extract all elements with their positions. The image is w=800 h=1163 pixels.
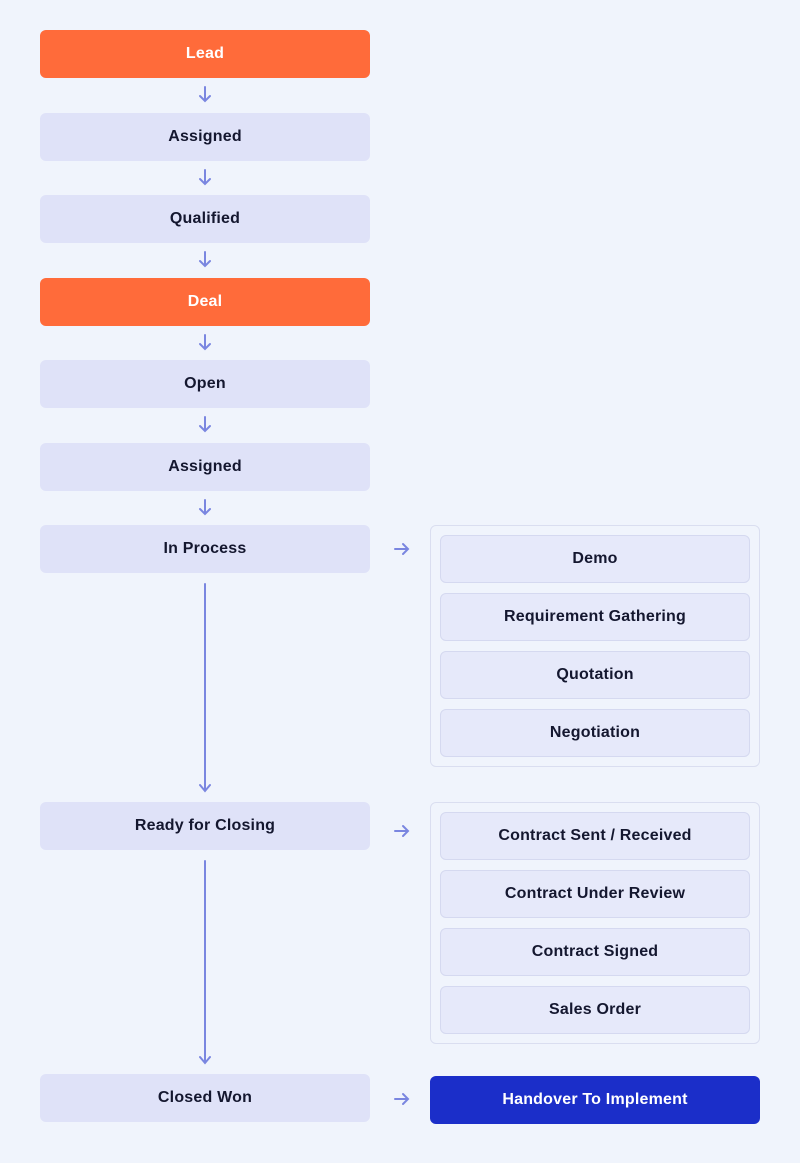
node-closed-won-label: Closed Won	[157, 1089, 253, 1106]
arrow-open-to-assigned	[199, 416, 211, 433]
substep-contract-signed-label: Contract Signed	[531, 943, 659, 960]
handover-label: Handover To Implement	[502, 1091, 688, 1108]
node-lead-assigned: Assigned	[40, 113, 370, 161]
arrow-lead-to-assigned	[199, 86, 211, 103]
substep-contract-sent-received: Contract Sent / Received	[440, 812, 750, 860]
arrow-in-process-to-ready	[199, 583, 211, 793]
node-open: Open	[40, 360, 370, 408]
node-deal-assigned: Assigned	[40, 443, 370, 491]
substep-contract-sent-received-label: Contract Sent / Received	[498, 827, 692, 844]
substep-quotation-label: Quotation	[556, 666, 634, 683]
arrow-ready-to-closed-won	[199, 860, 211, 1065]
arrow-closed-won-to-handover	[394, 1093, 410, 1105]
substep-contract-under-review-label: Contract Under Review	[504, 885, 686, 902]
substep-quotation: Quotation	[440, 651, 750, 699]
arrow-ready-to-substeps	[394, 825, 410, 837]
arrow-qualified-to-deal	[199, 251, 211, 268]
node-ready-for-closing-label: Ready for Closing	[134, 817, 276, 834]
node-qualified-label: Qualified	[169, 210, 241, 227]
substep-requirement-gathering-label: Requirement Gathering	[503, 608, 686, 625]
node-deal-label: Deal	[187, 293, 223, 310]
handover-box: Handover To Implement	[430, 1076, 760, 1124]
node-lead: Lead	[40, 30, 370, 78]
substep-demo-label: Demo	[572, 550, 618, 567]
node-in-process: In Process	[40, 525, 370, 573]
substep-negotiation: Negotiation	[440, 709, 750, 757]
substep-sales-order-label: Sales Order	[548, 1001, 642, 1018]
arrow-in-process-to-substeps	[394, 543, 410, 555]
node-open-label: Open	[184, 375, 226, 392]
substep-sales-order: Sales Order	[440, 986, 750, 1034]
node-lead-label: Lead	[185, 45, 225, 62]
node-ready-for-closing: Ready for Closing	[40, 802, 370, 850]
node-closed-won: Closed Won	[40, 1074, 370, 1122]
arrow-assigned-to-in-process	[199, 499, 211, 516]
substep-negotiation-label: Negotiation	[549, 724, 641, 741]
arrow-assigned-to-qualified	[199, 169, 211, 186]
substep-contract-signed: Contract Signed	[440, 928, 750, 976]
node-deal: Deal	[40, 278, 370, 326]
arrow-deal-to-open	[199, 334, 211, 351]
substep-contract-under-review: Contract Under Review	[440, 870, 750, 918]
node-lead-assigned-label: Assigned	[168, 128, 242, 145]
node-qualified: Qualified	[40, 195, 370, 243]
node-in-process-label: In Process	[163, 540, 247, 557]
substep-requirement-gathering: Requirement Gathering	[440, 593, 750, 641]
substep-demo: Demo	[440, 535, 750, 583]
node-deal-assigned-label: Assigned	[168, 458, 242, 475]
